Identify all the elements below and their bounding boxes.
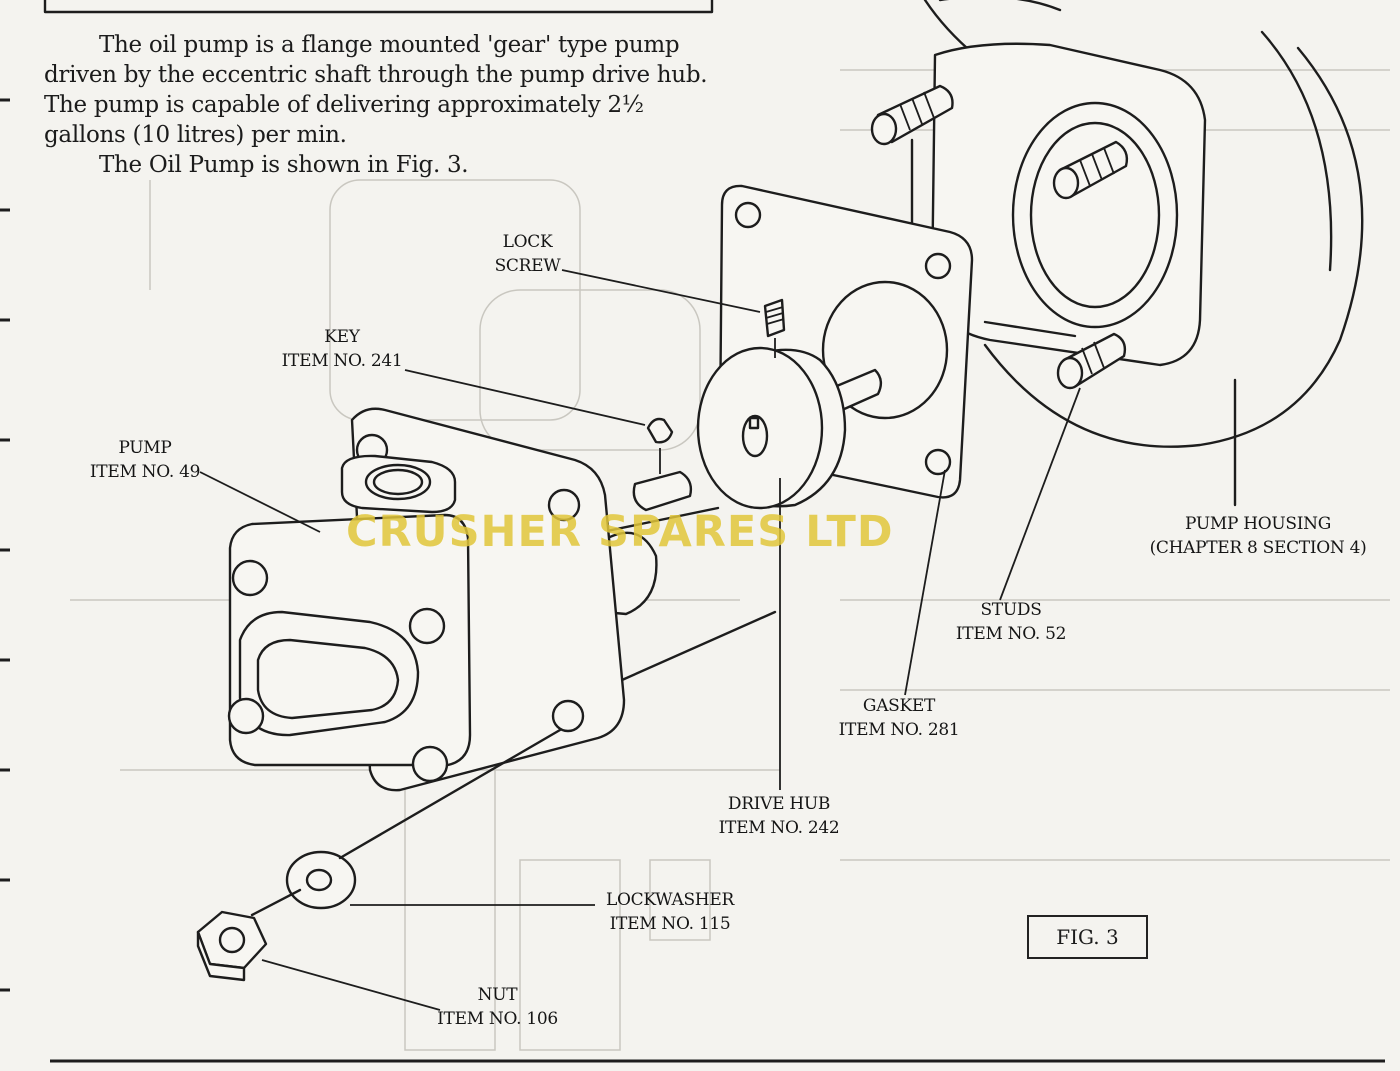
binder-marks xyxy=(0,98,10,992)
intro-paragraph-2: The Oil Pump is shown in Fig. 3. xyxy=(99,152,469,178)
header-box-frame xyxy=(43,0,714,14)
label-studs: STUDS ITEM NO. 52 xyxy=(955,600,1067,644)
drive-hub xyxy=(696,298,847,510)
label-leaders xyxy=(199,269,1081,1011)
label-drive-hub: DRIVE HUB ITEM NO. 242 xyxy=(718,794,840,838)
label-lock-screw: LOCK SCREW xyxy=(494,232,561,276)
pump-body xyxy=(227,407,626,792)
label-lockwasher: LOCKWASHER ITEM NO. 115 xyxy=(606,890,734,934)
label-pump-housing: PUMP HOUSING (CHAPTER 8 SECTION 4) xyxy=(1149,514,1367,558)
watermark: CRUSHER SPARES LTD xyxy=(346,507,894,557)
label-gasket: GASKET ITEM NO. 281 xyxy=(838,696,960,740)
label-pump: PUMP ITEM NO. 49 xyxy=(89,438,201,482)
intro-text: The oil pump is a flange mounted 'gear' … xyxy=(44,30,724,180)
label-key: KEY ITEM NO. 241 xyxy=(281,327,403,371)
figure-caption: FIG. 3 xyxy=(1027,915,1148,959)
intro-paragraph-1: The oil pump is a flange mounted 'gear' … xyxy=(44,32,708,148)
label-nut: NUT ITEM NO. 106 xyxy=(437,985,558,1029)
lockwasher-and-nut xyxy=(196,728,562,982)
pump-housing-outline xyxy=(923,0,1364,448)
key-and-shaft xyxy=(600,417,777,682)
